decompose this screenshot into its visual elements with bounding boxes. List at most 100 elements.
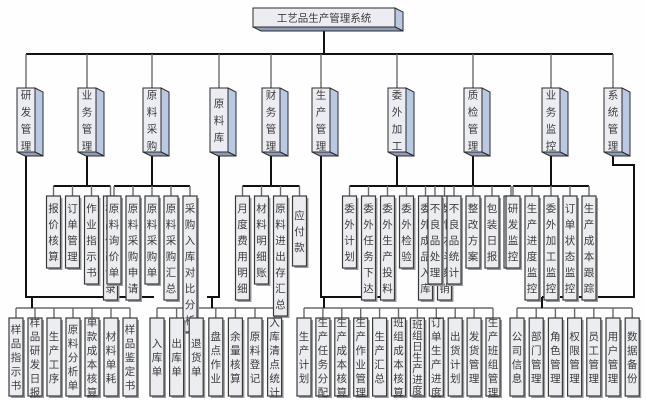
leaf-label: 包装日报 — [487, 202, 498, 263]
leaf-label: 生产工序 — [49, 330, 60, 385]
module-node-face — [311, 87, 331, 153]
leaf-label: 数据备份 — [627, 330, 638, 385]
leaf-label: 生产进度监控 — [527, 202, 538, 295]
connector-lines — [15, 31, 635, 318]
leaf-node[interactable]: 订单管理 — [64, 195, 82, 270]
leaf-node[interactable]: 权限管理 — [566, 317, 584, 398]
leaf-node[interactable]: 原料登记 — [247, 317, 264, 398]
root-node[interactable]: 工艺品生产管理系统 — [252, 7, 404, 32]
module-node-side — [559, 87, 569, 157]
leaf-face — [125, 195, 141, 301]
leaf-node[interactable]: 订单状态监控 — [562, 195, 579, 302]
leaf-node[interactable]: 样品指示书 — [8, 317, 25, 398]
module-node[interactable]: 委外加工 — [387, 87, 415, 157]
leaf-face — [46, 317, 62, 397]
leaf-node[interactable]: 生产任务分配 — [315, 316, 332, 399]
leaf-node[interactable]: 订单生产进度 — [428, 317, 446, 399]
leaf-node[interactable]: 出货计划 — [447, 317, 465, 398]
leaf-node[interactable]: 用户管理 — [605, 317, 622, 398]
leaf-node[interactable]: 部门管理 — [528, 317, 546, 398]
leaf-node[interactable]: 原料进出存汇总 — [272, 195, 290, 318]
leaf-node[interactable]: 退货单 — [188, 317, 206, 398]
leaf-node[interactable]: 盘点作业 — [208, 317, 225, 398]
leaf-face — [505, 195, 521, 269]
module-label: 原料采购 — [147, 90, 158, 153]
leaf-node[interactable]: 委外检验 — [398, 195, 416, 270]
leaf-node[interactable]: 样品鉴定书 — [122, 317, 139, 398]
leaf-label: 原料进出存汇总 — [275, 203, 286, 311]
module-node[interactable]: 原料库 — [209, 87, 237, 157]
leaf-node[interactable]: 作业指示书 — [83, 195, 101, 286]
module-node[interactable]: 研发管理 — [16, 87, 44, 157]
module-node-face — [603, 87, 623, 153]
leaf-node[interactable]: 班组成本核算 — [390, 317, 408, 399]
module-node[interactable]: 业务管理 — [77, 87, 105, 157]
leaf-node[interactable]: 生产班组管理 — [485, 316, 502, 399]
leaf-node[interactable]: 月度费用明细 — [234, 195, 252, 302]
leaf-node[interactable]: 公司信息 — [509, 317, 526, 398]
leaf-node[interactable]: 数据备份 — [624, 317, 642, 398]
leaf-face — [390, 317, 407, 397]
leaf-node[interactable]: 委外计划 — [341, 195, 359, 270]
module-node-face — [261, 87, 281, 153]
leaf-face — [372, 317, 388, 397]
leaf-face — [447, 317, 463, 397]
leaf-node[interactable]: 应付款 — [291, 195, 309, 268]
root-node-face — [252, 7, 396, 28]
leaf-label: 发货管理 — [469, 330, 480, 385]
leaf-node[interactable]: 生产工序 — [46, 317, 63, 398]
leaf-node[interactable]: 生产成本跟踪 — [581, 195, 598, 302]
leaf-label: 委外任务下达 — [363, 202, 374, 295]
leaf-node[interactable]: 生产成本核算 — [334, 316, 351, 399]
leaf-node[interactable]: 入库清点统计 — [267, 317, 284, 399]
leaf-node[interactable]: 研发监控 — [505, 195, 522, 270]
module-node[interactable]: 业务监控 — [541, 87, 569, 157]
leaf-node[interactable]: 材料明细账 — [253, 195, 271, 286]
module-node-face — [16, 87, 36, 153]
leaf-node[interactable]: 原料采购单 — [144, 195, 161, 286]
module-node-side — [34, 87, 44, 157]
leaf-node[interactable]: 采购入库对比分析 — [182, 195, 199, 334]
module-node[interactable]: 财务管理 — [261, 87, 289, 157]
leaf-node[interactable]: 样品研发日报 — [27, 316, 44, 399]
leaf-node[interactable]: 出库单 — [169, 317, 186, 398]
module-node[interactable]: 生产管理 — [311, 87, 339, 157]
leaf-node[interactable]: 生产进度监控 — [524, 195, 541, 302]
leaf-node[interactable]: 委外任务下达 — [360, 195, 378, 302]
leaf-node[interactable]: 整改方案 — [465, 195, 482, 270]
leaf-label: 整改方案 — [468, 202, 479, 263]
leaf-node[interactable]: 原料分析单 — [65, 317, 82, 398]
leaf-node[interactable]: 委外生产投料 — [379, 195, 397, 302]
leaf-face — [84, 317, 100, 397]
leaf-node[interactable]: 原料询价单 — [106, 195, 123, 286]
leaf-node[interactable]: 委外加工监控 — [543, 195, 560, 302]
leaf-node[interactable]: 生产作业管理 — [353, 316, 370, 399]
leaf-node[interactable]: 发货管理 — [466, 317, 484, 398]
module-node[interactable]: 质检管理 — [463, 87, 491, 157]
leaf-node[interactable]: 余量核算 — [227, 317, 245, 398]
leaf-node[interactable]: 生产汇总 — [372, 317, 389, 398]
leaf-label: 订单状态监控 — [565, 203, 576, 295]
module-node[interactable]: 系统管理 — [603, 87, 631, 157]
leaf-face — [227, 317, 243, 397]
module-node[interactable]: 原料采购 — [142, 87, 170, 157]
leaf-node[interactable]: 原料采购申请 — [125, 195, 142, 302]
leaf-node[interactable]: 角色管理 — [547, 317, 565, 398]
leaf-node[interactable]: 不良品处理 — [427, 195, 444, 286]
leaf-node[interactable]: 材料单耗 — [103, 317, 120, 398]
leaf-node[interactable]: 原料采购汇总 — [163, 195, 180, 302]
leaf-node[interactable]: 单款成本核算 — [84, 317, 101, 399]
leaf-label: 权限管理 — [569, 330, 580, 385]
leaf-label: 退货单 — [191, 338, 202, 378]
leaf-node[interactable]: 生产计划 — [296, 317, 313, 398]
leaf-node[interactable]: 包装日报 — [484, 195, 501, 270]
leaf-face — [360, 195, 377, 301]
leaf-face — [528, 317, 544, 397]
module-label: 质检管理 — [468, 90, 479, 153]
leaf-node[interactable]: 员工管理 — [586, 317, 603, 398]
leaf-node[interactable]: 报价核算 — [45, 195, 63, 270]
leaf-node[interactable]: 入库单 — [149, 317, 166, 398]
leaf-node[interactable]: 不良品统计 — [446, 195, 463, 286]
leaf-label: 出库单 — [171, 337, 182, 378]
leaf-node[interactable]: 班组日生产进度 — [409, 317, 427, 398]
